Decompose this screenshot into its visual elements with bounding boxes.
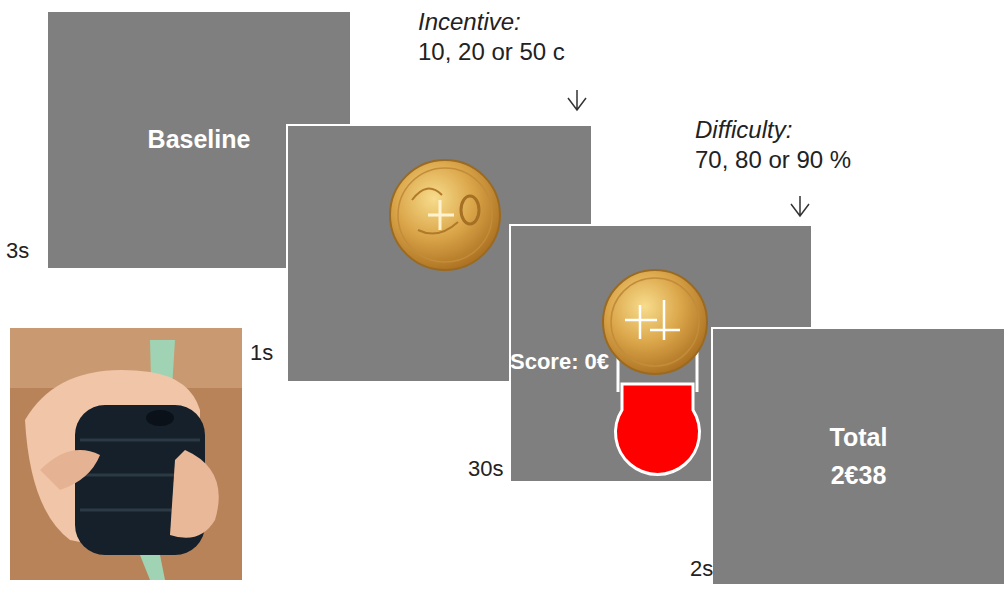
- grip-device-photo: [10, 328, 242, 580]
- pointer-arrow: [791, 196, 809, 216]
- screen-text: Total 2€38: [814, 419, 904, 494]
- pointer-arrow: [568, 90, 586, 110]
- parameter-values: 70, 80 or 90 %: [695, 146, 851, 174]
- screen-text: Baseline: [148, 121, 251, 159]
- duration-label: 2s: [690, 556, 713, 582]
- duration-label: 30s: [468, 456, 503, 482]
- parameter-heading: Difficulty:: [695, 116, 792, 144]
- parameter-values: 10, 20 or 50 c: [418, 38, 565, 66]
- total-screen: [712, 328, 1005, 585]
- duration-label: 1s: [250, 340, 273, 366]
- coin: [603, 270, 707, 374]
- coin: [390, 160, 500, 270]
- duration-label: 3s: [6, 238, 29, 264]
- score-screen-label: Score: 0€: [510, 225, 812, 482]
- baseline-screen-label: Baseline: [48, 12, 350, 268]
- total-screen-label: Total 2€38: [712, 328, 1005, 585]
- parameter-heading: Incentive:: [418, 8, 521, 36]
- screen-text: Score: 0€: [510, 345, 609, 378]
